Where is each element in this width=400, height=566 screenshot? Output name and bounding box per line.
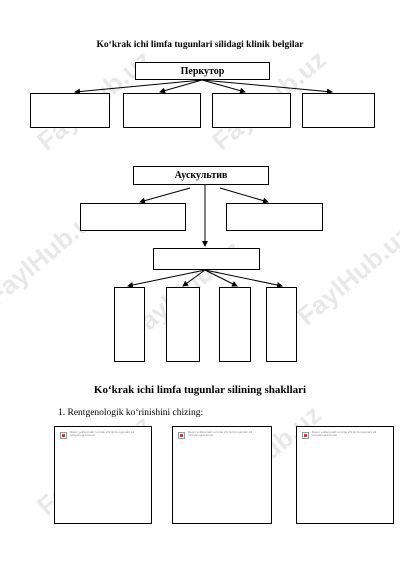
section1-title: Koʻkrak ichi limfa tugunlari silidagi kl… [96, 40, 304, 50]
answer-box[interactable] [166, 287, 200, 362]
answer-box[interactable] [219, 287, 251, 362]
answer-box[interactable] [226, 203, 323, 231]
answer-box[interactable] [266, 287, 297, 362]
drawing-frame[interactable]: Rasm yuklanmadi: koʻkrak ichi limfa tugu… [296, 426, 394, 524]
answer-box[interactable] [80, 203, 186, 231]
answer-box[interactable] [30, 93, 110, 128]
section2-title: Koʻkrak ichi limfa tugunlar silining sha… [93, 384, 307, 396]
answer-box[interactable] [123, 93, 201, 128]
drawing-frame[interactable]: Rasm yuklanmadi: koʻkrak ichi limfa tugu… [54, 426, 152, 524]
answer-box[interactable] [114, 287, 145, 362]
drawing-frame[interactable]: Rasm yuklanmadi: koʻkrak ichi limfa tugu… [172, 426, 272, 524]
drawing-question: 1. Rentgenologik koʻrinishini chizing: [58, 408, 204, 418]
image-caption: Rasm yuklanmadi: koʻkrak ichi limfa tugu… [70, 431, 135, 437]
watermark: FaylHub.uz [291, 219, 400, 332]
answer-box[interactable] [212, 93, 291, 128]
answer-box[interactable] [153, 248, 260, 270]
answer-box[interactable] [302, 93, 375, 128]
image-caption: Rasm yuklanmadi: koʻkrak ichi limfa tugu… [188, 431, 253, 437]
broken-image-icon [302, 432, 309, 439]
broken-image-icon [60, 432, 67, 439]
image-caption: Rasm yuklanmadi: koʻkrak ichi limfa tugu… [312, 431, 377, 437]
percussion-box: Перкутор [135, 62, 270, 80]
auscultation-box: Аускультив [133, 166, 269, 185]
broken-image-icon [178, 432, 185, 439]
